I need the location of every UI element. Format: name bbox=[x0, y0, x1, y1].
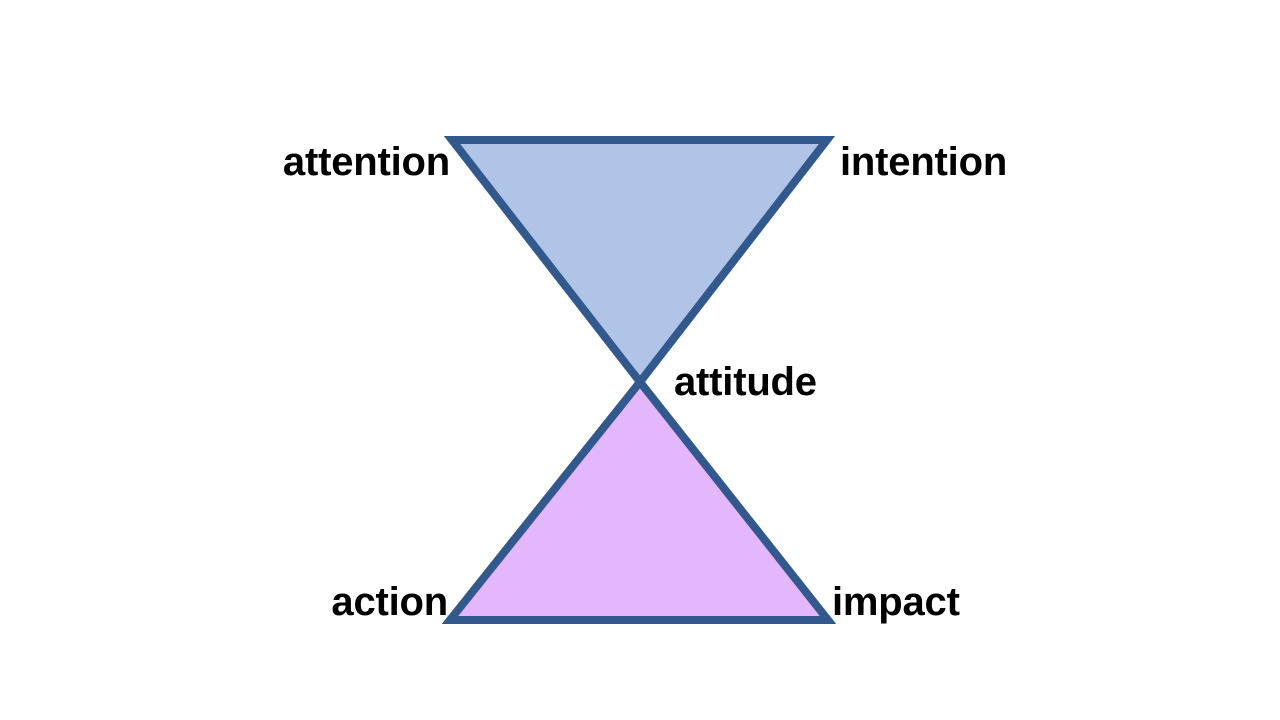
label-impact: impact bbox=[832, 580, 960, 624]
upper-triangle-shape bbox=[443, 136, 836, 389]
lower-triangle-shape bbox=[441, 375, 837, 624]
label-attention: attention bbox=[282, 140, 450, 184]
label-intention: intention bbox=[840, 140, 1008, 184]
label-action: action bbox=[331, 580, 448, 624]
label-attitude: attitude bbox=[674, 360, 817, 404]
